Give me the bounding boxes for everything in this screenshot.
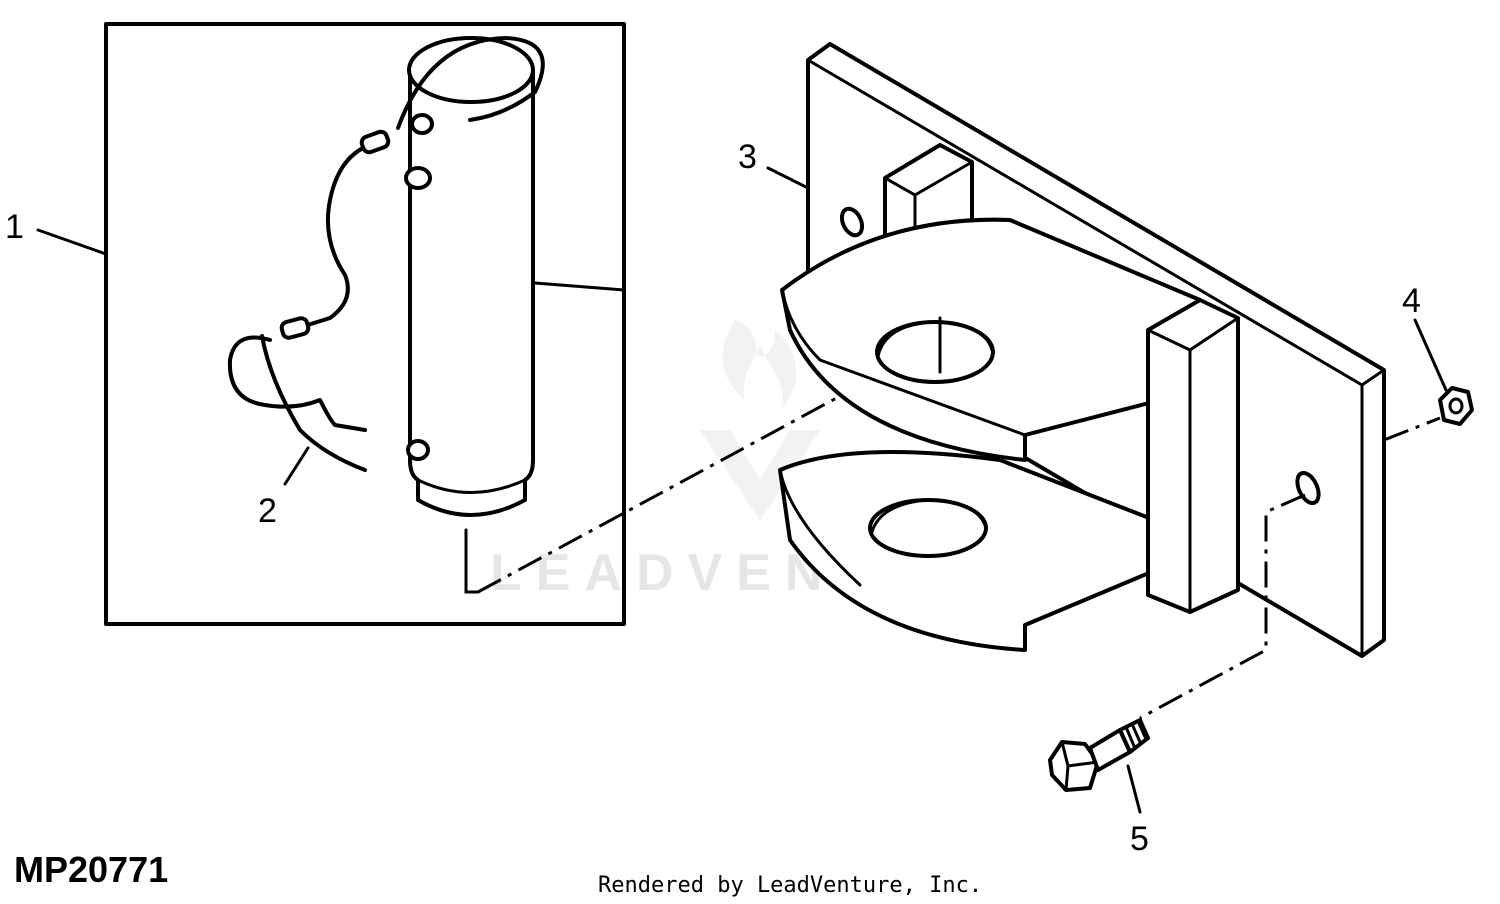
lock-nut — [1438, 386, 1474, 426]
hitch-bracket — [778, 42, 1386, 658]
render-credit: Rendered by LeadVenture, Inc. — [598, 873, 982, 898]
nut-centerline — [1383, 416, 1441, 442]
callout-5: 5 — [1130, 820, 1149, 858]
callout-3: 3 — [738, 138, 757, 176]
callout-2: 2 — [258, 492, 277, 530]
leader-2 — [283, 446, 310, 486]
leader-4 — [1413, 318, 1448, 392]
watermark-logo — [700, 320, 820, 520]
callout-4: 4 — [1402, 282, 1421, 320]
callout-1: 1 — [5, 208, 24, 246]
leader-5 — [1126, 764, 1142, 814]
bolt-centerline — [1139, 493, 1306, 720]
leader-inset-cylinder — [533, 281, 626, 292]
leader-1 — [36, 228, 108, 256]
hex-bolt — [1048, 718, 1150, 792]
figure-code: MP20771 — [14, 849, 168, 890]
wire-lead — [227, 36, 545, 472]
pin-center-stub — [464, 528, 480, 594]
leader-3 — [766, 166, 810, 190]
switch-pin-assembly — [404, 36, 535, 517]
inset-frame — [104, 22, 626, 626]
